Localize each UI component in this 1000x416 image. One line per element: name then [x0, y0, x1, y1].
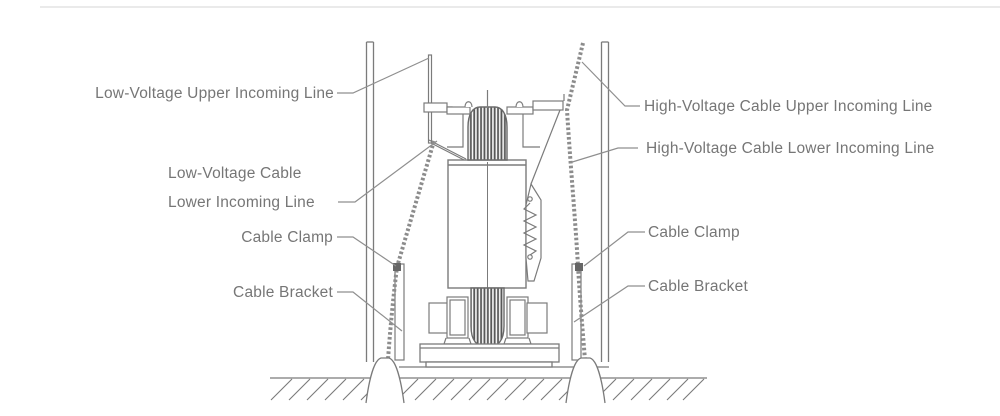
- cable-clamp-right: [575, 263, 583, 271]
- leader-hv-lower: [568, 147, 638, 164]
- leader-lv-upper: [337, 57, 430, 94]
- right-pole: [600, 41, 610, 362]
- lv-crossarm: [423, 102, 448, 113]
- label-hv-upper-incoming-line: High-Voltage Cable Upper Incoming Line: [644, 98, 933, 115]
- hv-bracket-arm: [532, 94, 565, 111]
- support-boxes: [428, 296, 548, 345]
- leader-hv-upper: [581, 61, 640, 107]
- leader-cable-bracket-right: [573, 285, 645, 323]
- label-lv-cable-lower-line1: Low-Voltage Cable: [168, 165, 302, 182]
- cable-duct-bell-right: [565, 357, 606, 404]
- hv-cable: [564, 42, 587, 361]
- leader-lv-lower: [338, 140, 438, 203]
- lv-bracket-arm-right: [506, 101, 540, 148]
- cable-bracket-left: [394, 263, 405, 361]
- label-lv-cable-lower-line2: Lower Incoming Line: [168, 194, 315, 211]
- label-lv-upper-incoming-line: Low-Voltage Upper Incoming Line: [95, 85, 334, 102]
- lv-cable: [386, 140, 436, 361]
- hv-bushing: [522, 182, 542, 282]
- leader-cable-clamp-right: [583, 231, 645, 267]
- hv-conductor: [530, 109, 561, 185]
- cable-duct-bell-left: [365, 357, 405, 404]
- label-hv-lower-incoming-line: High-Voltage Cable Lower Incoming Line: [646, 140, 935, 157]
- lv-bracket-arm-left: [446, 101, 473, 148]
- terminal-nub-left: [464, 101, 473, 108]
- cable-clamp-left: [393, 263, 401, 271]
- support-box-outer-left: [428, 302, 449, 334]
- ground-hatch: [270, 378, 705, 401]
- leader-cable-clamp-left: [337, 236, 397, 267]
- hv-bushing-coil: [522, 202, 538, 256]
- left-pole: [365, 41, 375, 362]
- leader-cable-bracket-left: [337, 291, 403, 332]
- terminal-nub-right: [515, 101, 524, 108]
- support-box-outer-right: [526, 302, 548, 334]
- label-cable-clamp-left: Cable Clamp: [241, 229, 333, 246]
- transformer-base-platform: [419, 343, 560, 368]
- leader-lines: [337, 57, 645, 332]
- ground: [270, 366, 707, 401]
- label-cable-clamp-right: Cable Clamp: [648, 224, 740, 241]
- label-cable-bracket-left: Cable Bracket: [233, 284, 333, 301]
- label-cable-bracket-right: Cable Bracket: [648, 278, 748, 295]
- bottom-bushing: [470, 287, 505, 348]
- lv-bushing: [467, 106, 508, 161]
- lv-mast: [423, 54, 453, 144]
